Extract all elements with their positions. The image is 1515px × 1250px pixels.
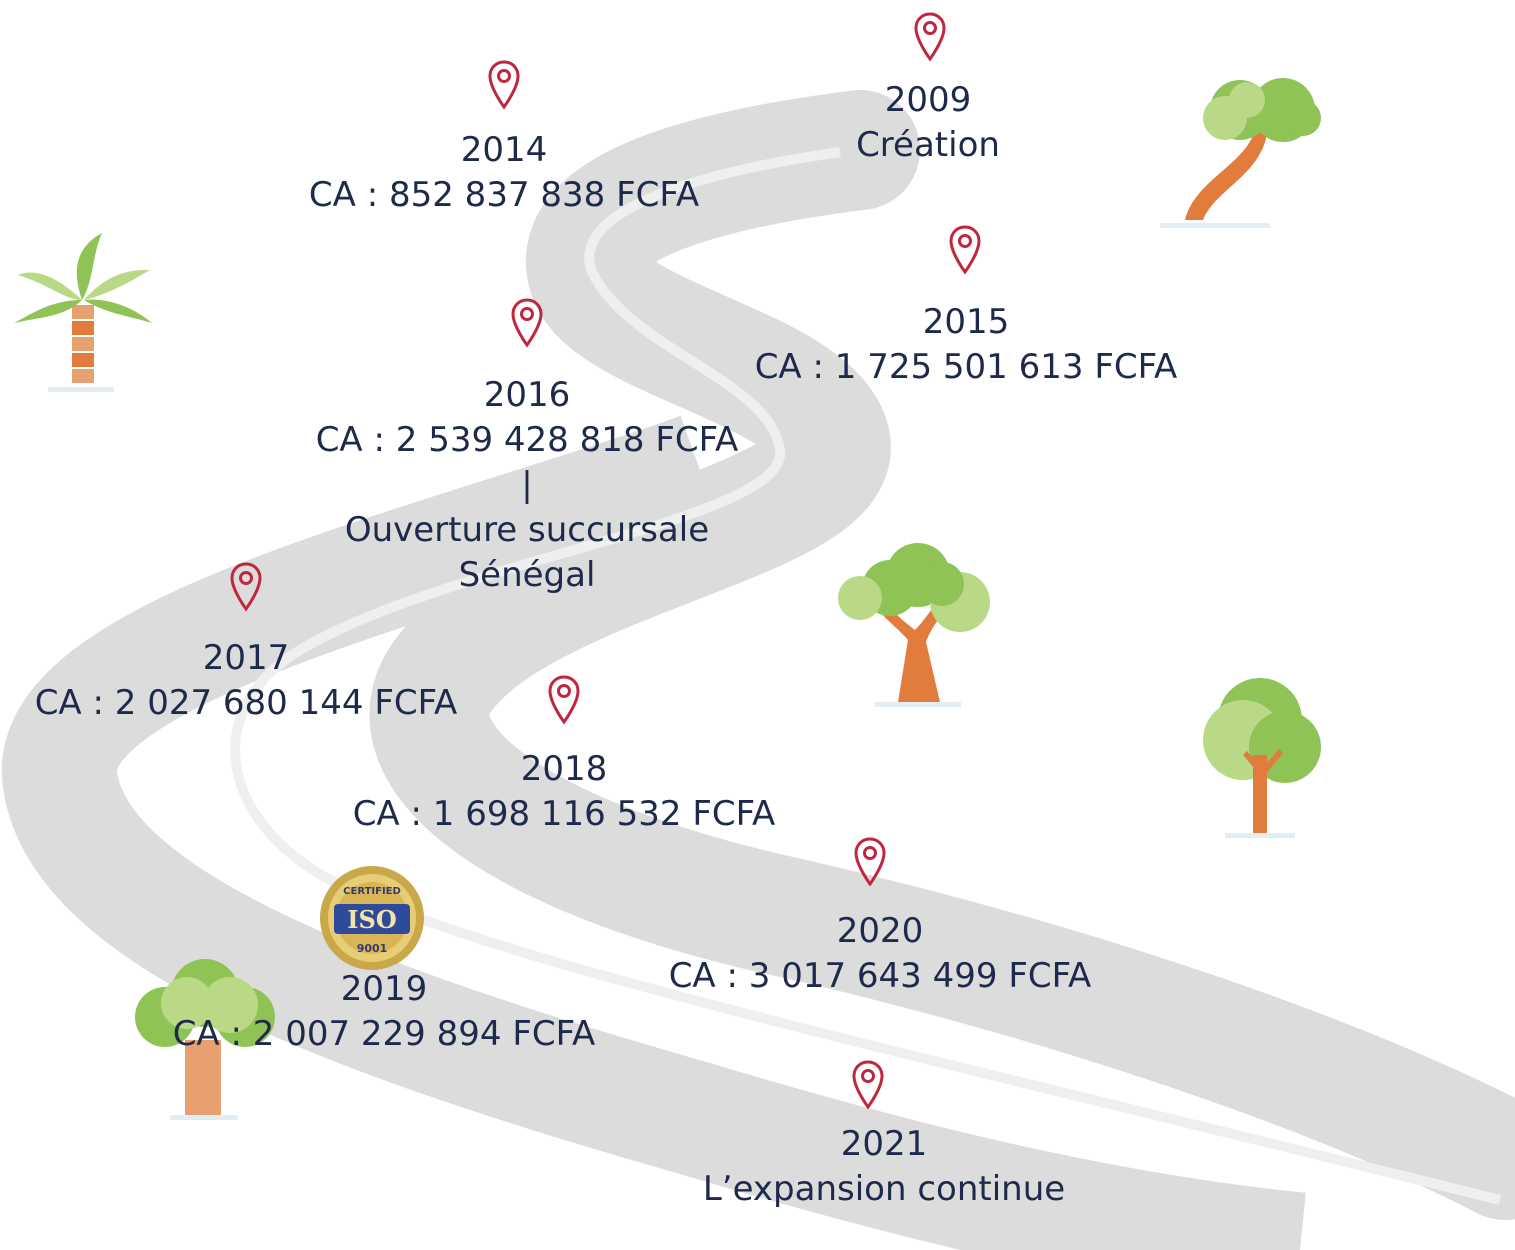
milestone-caption: CA : 2 539 428 818 FCFA xyxy=(315,420,739,460)
milestone-caption: CA : 1 725 501 613 FCFA xyxy=(754,347,1178,387)
location-pin-icon xyxy=(852,1060,884,1110)
milestone-2019: 2019 CA : 2 007 229 894 FCFA xyxy=(173,967,596,1057)
milestone-2009: 2009 Création xyxy=(856,78,1000,168)
milestone-year: 2021 xyxy=(840,1124,928,1164)
milestone-year: 2017 xyxy=(202,638,290,678)
location-pin-icon xyxy=(914,12,946,62)
location-pin-icon xyxy=(511,298,543,348)
milestone-caption: CA : 852 837 838 FCFA xyxy=(308,175,700,215)
palm-tree-icon xyxy=(14,233,152,392)
winding-road-left-branch xyxy=(1,415,1306,1250)
milestone-2017: 2017 CA : 2 027 680 144 FCFA xyxy=(35,636,458,726)
milestone-year: 2019 xyxy=(340,969,428,1009)
milestone-2014: 2014 CA : 852 837 838 FCFA xyxy=(309,128,699,218)
location-pin-icon xyxy=(949,225,981,275)
tree-icon xyxy=(838,543,990,707)
milestone-2016: 2016 CA : 2 539 428 818 FCFA | Ouverture… xyxy=(316,373,739,598)
tree-icon xyxy=(135,959,275,1120)
location-pin-icon xyxy=(854,837,886,887)
milestone-caption: Création xyxy=(856,125,1000,165)
milestone-extra-line-1: Ouverture succursale xyxy=(344,510,710,550)
iso-badge-bottom-text: 9001 xyxy=(357,942,388,955)
milestone-caption: CA : 3 017 643 499 FCFA xyxy=(668,956,1092,996)
tree-icon xyxy=(1160,78,1321,228)
location-pin-icon xyxy=(548,675,580,725)
milestone-year: 2009 xyxy=(884,80,972,120)
milestone-year: 2015 xyxy=(922,302,1010,342)
tree-icon xyxy=(1203,678,1321,838)
milestone-separator: | xyxy=(521,465,533,505)
iso-badge-top-text: CERTIFIED xyxy=(343,886,401,897)
milestone-caption: CA : 1 698 116 532 FCFA xyxy=(352,794,776,834)
iso-9001-badge-icon: ISO CERTIFIED 9001 xyxy=(320,866,424,970)
milestone-caption: L’expansion continue xyxy=(702,1169,1066,1209)
milestone-year: 2016 xyxy=(483,375,571,415)
milestone-year: 2020 xyxy=(836,911,924,951)
milestone-extra-line-2: Sénégal xyxy=(458,555,596,595)
milestone-year: 2014 xyxy=(460,130,548,170)
milestone-2021: 2021 L’expansion continue xyxy=(703,1122,1065,1212)
iso-badge-main-text: ISO xyxy=(347,905,396,934)
location-pin-icon xyxy=(230,562,262,612)
milestone-caption: CA : 2 007 229 894 FCFA xyxy=(172,1014,596,1054)
milestone-caption: CA : 2 027 680 144 FCFA xyxy=(34,683,458,723)
winding-road xyxy=(369,90,1515,1220)
road-center-line xyxy=(230,147,1502,1205)
milestone-year: 2018 xyxy=(520,749,608,789)
milestone-2020: 2020 CA : 3 017 643 499 FCFA xyxy=(669,909,1092,999)
location-pin-icon xyxy=(488,60,520,110)
milestone-2015: 2015 CA : 1 725 501 613 FCFA xyxy=(755,300,1178,390)
milestone-2018: 2018 CA : 1 698 116 532 FCFA xyxy=(353,747,776,837)
